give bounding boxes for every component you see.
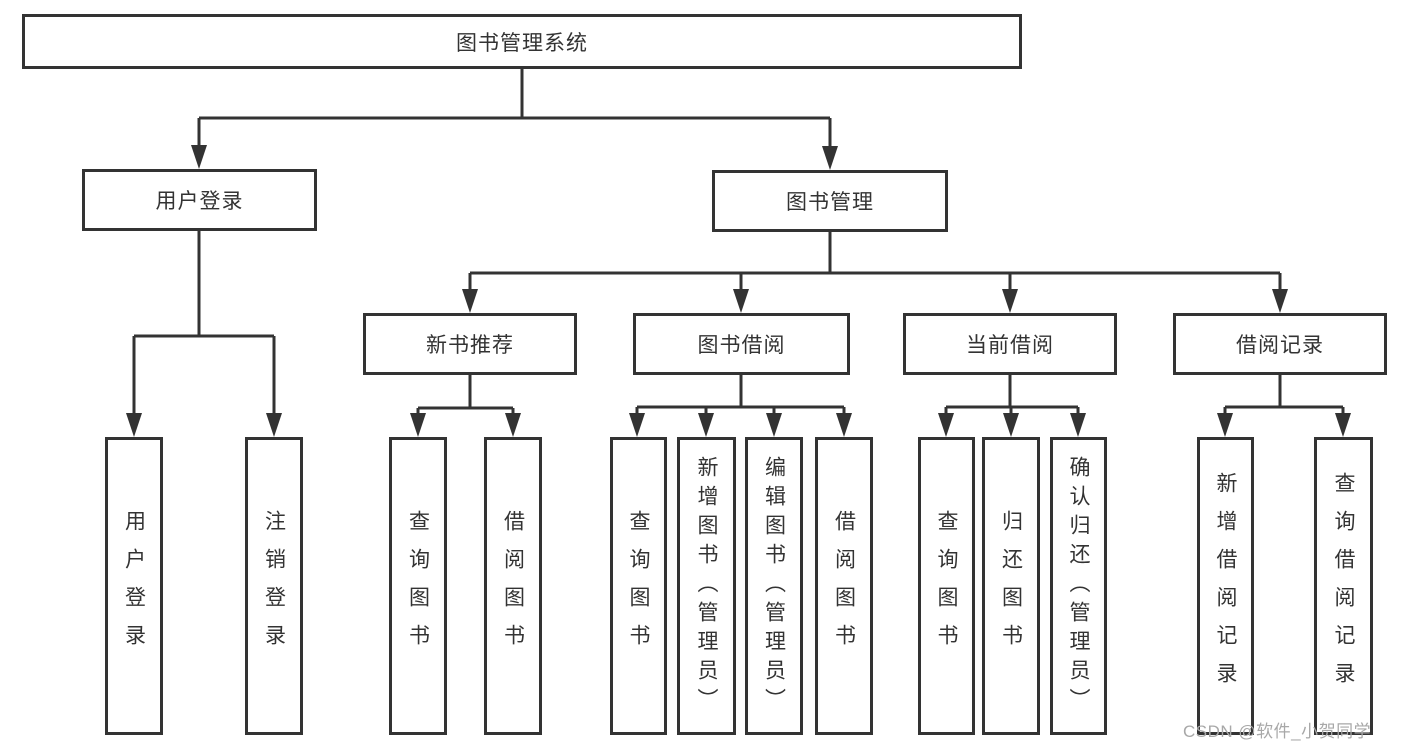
node-label: 用户登录 [122, 510, 146, 662]
node-label: 用户登录 [155, 190, 244, 213]
node-label: 新书推荐 [426, 334, 514, 357]
node-label: 图书管理 [786, 191, 874, 214]
node-book-borrow: 图书借阅 [633, 313, 850, 375]
node-book-management: 图书管理 [712, 170, 948, 232]
node-label: 新增图书（管理员） [695, 455, 718, 717]
node-add-borrow-record: 新增借阅记录 [1197, 437, 1254, 735]
node-query-books: 查询图书 [389, 437, 447, 735]
node-query-books: 查询图书 [918, 437, 975, 735]
node-book-management-system: 图书管理系统 [22, 14, 1022, 69]
node-current-borrow: 当前借阅 [903, 313, 1117, 375]
node-label: 编辑图书（管理员） [762, 455, 786, 717]
node-label: 注销登录 [262, 510, 286, 662]
node-edit-books-admin: 编辑图书（管理员） [745, 437, 803, 735]
node-user-login-leaf: 用户登录 [105, 437, 163, 735]
node-label: 图书管理系统 [456, 31, 588, 55]
node-confirm-return-admin: 确认归还（管理员） [1050, 437, 1107, 735]
node-label: 借阅图书 [501, 510, 525, 662]
node-query-borrow-record: 查询借阅记录 [1314, 437, 1373, 735]
node-label: 图书借阅 [697, 334, 786, 357]
node-label: 新增借阅记录 [1214, 472, 1237, 700]
node-borrow-books: 借阅图书 [815, 437, 873, 735]
node-label: 借阅图书 [832, 510, 856, 662]
node-label: 当前借阅 [966, 334, 1054, 357]
node-query-books: 查询图书 [610, 437, 667, 735]
node-label: 归还图书 [999, 510, 1023, 662]
node-label: 查询图书 [627, 510, 650, 662]
node-borrow-books: 借阅图书 [484, 437, 542, 735]
node-logout-leaf: 注销登录 [245, 437, 303, 735]
node-label: 查询借阅记录 [1332, 472, 1355, 700]
watermark-text: CSDN @软件_小贺同学 [1183, 722, 1372, 741]
node-label: 确认归还（管理员） [1067, 455, 1090, 717]
arrowhead-icons [126, 145, 1351, 437]
node-label: 查询图书 [935, 510, 958, 662]
node-new-book-recommend: 新书推荐 [363, 313, 577, 375]
node-user-login: 用户登录 [82, 169, 317, 231]
node-borrow-records: 借阅记录 [1173, 313, 1387, 375]
node-label: 查询图书 [406, 510, 430, 662]
node-return-books: 归还图书 [982, 437, 1040, 735]
node-add-books-admin: 新增图书（管理员） [677, 437, 736, 735]
node-label: 借阅记录 [1236, 334, 1324, 357]
